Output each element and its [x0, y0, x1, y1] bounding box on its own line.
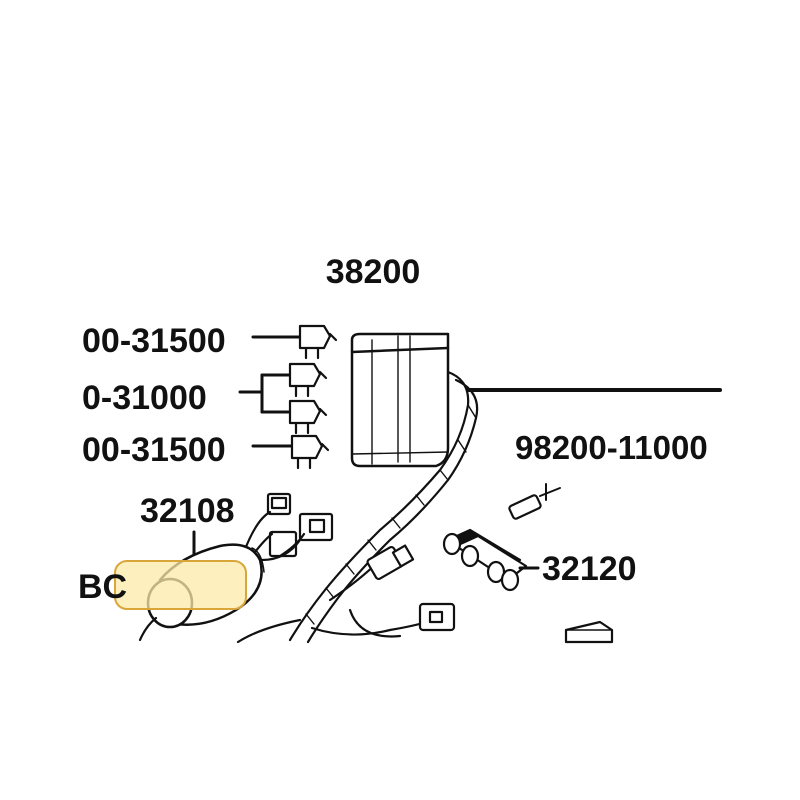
label-32120: 32120	[542, 550, 637, 588]
highlight-box[interactable]	[114, 560, 247, 610]
blade-fuse-icon	[288, 399, 328, 435]
partial-component-icon	[564, 620, 614, 644]
label-bc-partial: BC	[78, 568, 127, 606]
main-harness	[236, 370, 479, 644]
label-32108: 32108	[140, 492, 235, 530]
spare-fuse-bundle-icon	[442, 528, 540, 592]
label-fuse-spare: 98200-11000	[515, 429, 708, 466]
blade-fuse-icon	[290, 434, 330, 470]
glass-fuse-icon	[508, 483, 561, 520]
fuse-leader-lines	[238, 335, 302, 448]
relay-connector-icon	[242, 492, 334, 562]
label-fuse-mid: 0-31000	[82, 379, 207, 417]
blade-fuse-icon	[288, 362, 328, 398]
blade-fuse-icon	[298, 324, 338, 360]
label-38200: 38200	[326, 253, 421, 291]
harness-connector-icon	[366, 544, 456, 632]
label-fuse-top: 00-31500	[82, 322, 226, 360]
label-fuse-bottom: 00-31500	[82, 431, 226, 469]
fuse-box-icon	[350, 332, 450, 468]
